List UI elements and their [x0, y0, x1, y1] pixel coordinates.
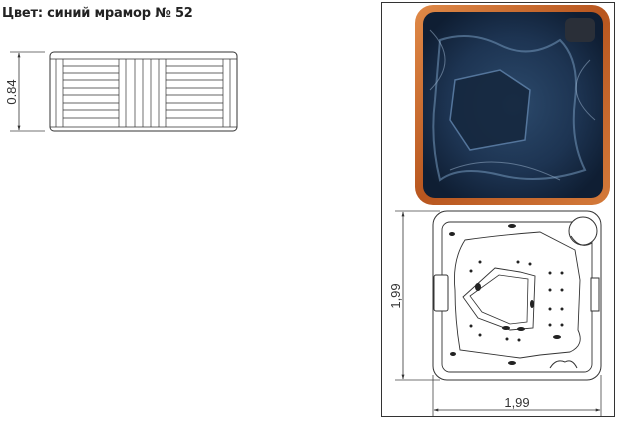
width-label: 1,99: [504, 395, 529, 410]
side-view: 0.84: [4, 51, 238, 132]
color-title: Цвет: синий мрамор № 52: [2, 6, 193, 21]
height-label: 0.84: [4, 79, 19, 104]
spa-photo: [415, 5, 610, 205]
depth-label: 1,99: [388, 283, 403, 308]
image-frame: [381, 2, 615, 417]
plan-view: 1,99 1,99: [388, 210, 602, 416]
